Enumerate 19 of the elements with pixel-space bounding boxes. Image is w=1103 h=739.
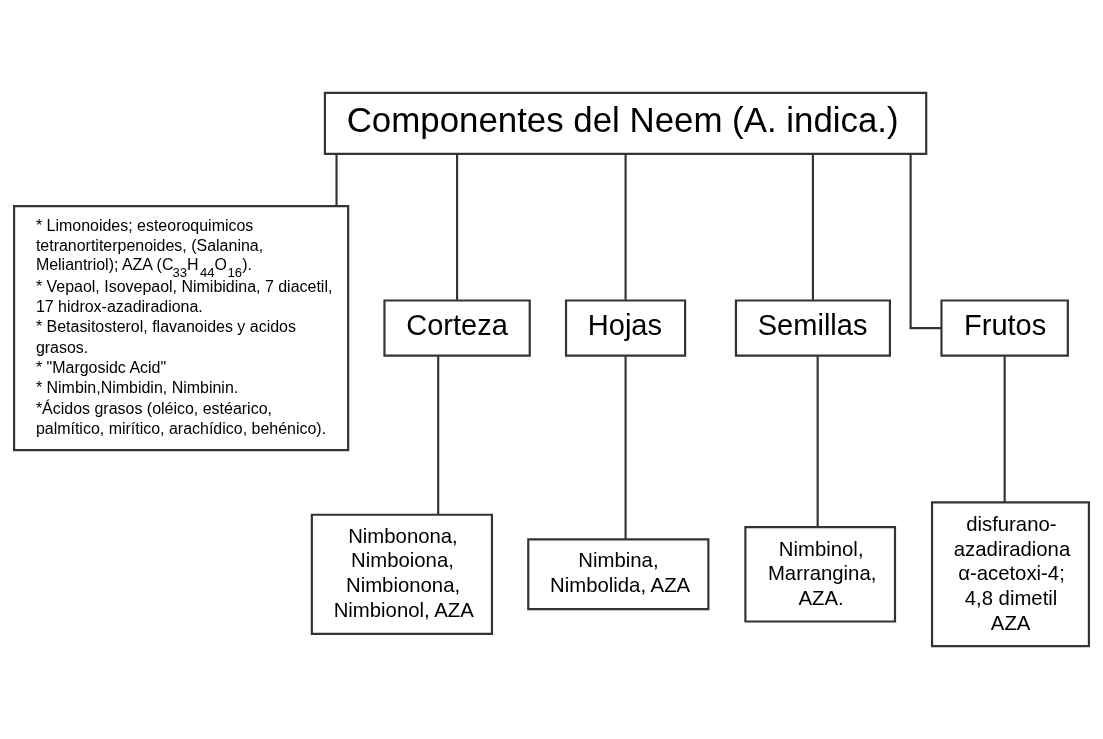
node-box: Frutos [940,299,1069,357]
connector [437,355,440,515]
connector [456,153,459,300]
connector [1003,355,1006,503]
node-box: Hojas [564,299,687,357]
node-box: Nimbinol, Marrangina, AZA. [744,526,897,623]
node-box: Nimbina, Nimbolida, AZA [527,538,710,611]
connector [624,153,627,300]
connector [811,153,815,300]
connector [335,153,338,206]
node-box: Nimbonona, Nimboiona, Nimbionona, Nimbionol, AZA [310,513,494,635]
node-box: Corteza [383,299,531,357]
node-box: Componentes del Neem (A. indica.) [323,91,928,155]
connector [624,355,627,540]
node-box: Semillas [734,299,891,357]
connector [909,153,942,330]
node-box: * Limonoides; esteoroquimicos tetranortiterpenoides, (Salanina, Meliantriol); AZA (C$_{33}$H$_{44}$O$_{16}$). * Vepaol, Isovepaol, Nimibidina, 7 diacetil, 17 hidrox-azadiradiona. * Betasitosterol, flavanoides y acidos grasos. * "Margosidc Acid" * Nimbin,Nimbidin, Nimbinin. *Ácidos grasos (oléico, estéarico, palmítico, mirítico, arachídico, behénico). [13,205,350,452]
node-box: disfurano- azadiradiona α-acetoxi-4; 4,8 dimetil AZA [930,501,1090,648]
connector [816,355,819,527]
